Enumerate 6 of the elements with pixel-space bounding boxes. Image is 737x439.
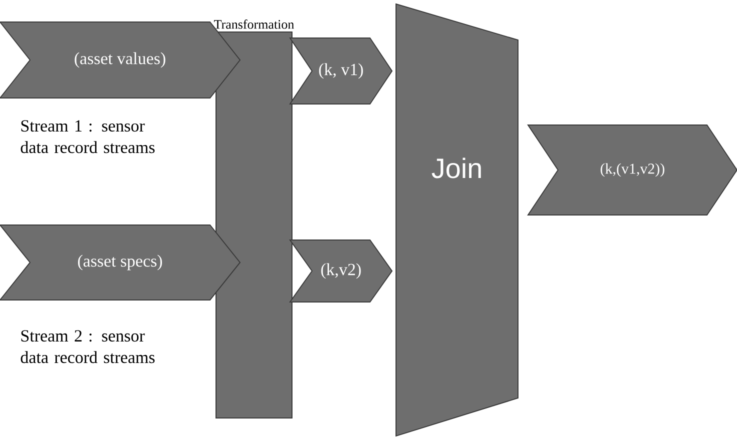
- arrow-box: (asset specs): [0, 224, 241, 300]
- arrow-box: (k, v1): [289, 38, 393, 104]
- arrow-box: (k,v2): [289, 240, 393, 302]
- stream-caption: Stream 2 : sensor data record streams: [20, 330, 155, 364]
- arrow-box: (k,(v1,v2)): [527, 124, 737, 216]
- stream-caption: Stream 1 : sensor data record streams: [20, 120, 155, 154]
